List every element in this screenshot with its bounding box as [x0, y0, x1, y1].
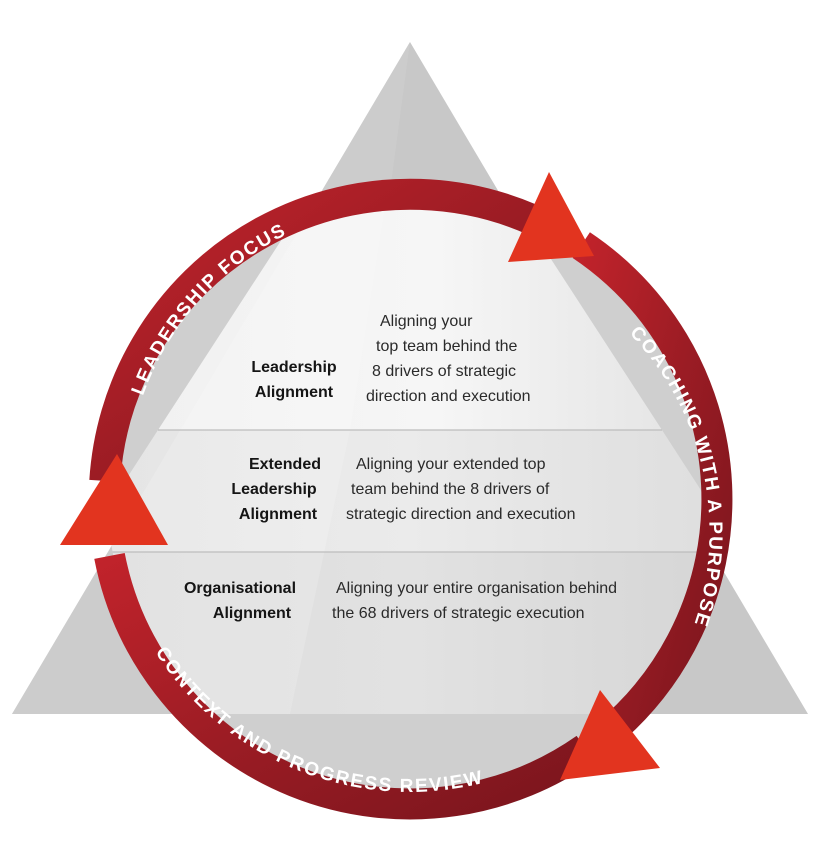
tier-leadership-description: Aligning your top team behind the 8 driv… — [366, 313, 531, 405]
arrow-head-bottom-right — [560, 690, 660, 780]
ring-segment-bottom — [94, 552, 595, 820]
tier-extended-label: Extended Leadership Alignment — [231, 456, 321, 523]
ring-segment-top-left — [89, 178, 565, 482]
tier-organisational-label: Organisational Alignment — [183, 580, 297, 622]
arrow-head-top-right — [508, 172, 594, 262]
tier-leadership-label: Leadership Alignment — [251, 359, 337, 401]
tier-organisational-band — [108, 552, 712, 714]
tier-extended-band — [108, 430, 712, 552]
tier-organisational-description: Aligning your entire organisation behind… — [332, 580, 618, 622]
tier-extended-description: Aligning your extended top team behind t… — [346, 456, 576, 523]
cycle-ring — [89, 178, 733, 820]
ring-segment-right — [572, 232, 733, 749]
tier-leadership-band — [158, 198, 662, 430]
arrow-head-left — [60, 454, 168, 545]
